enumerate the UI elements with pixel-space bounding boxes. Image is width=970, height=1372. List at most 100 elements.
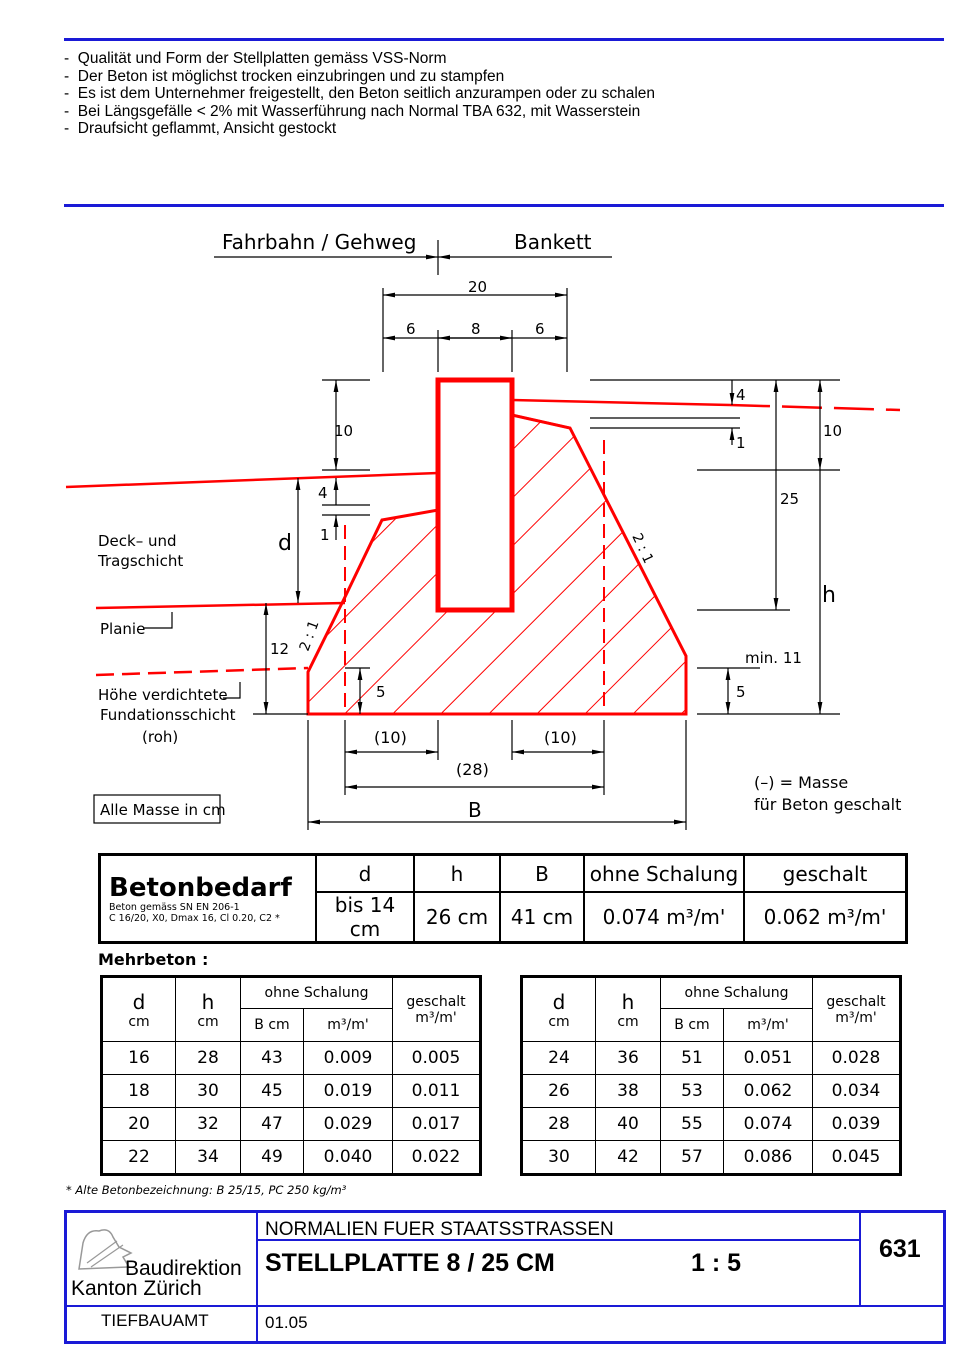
dim-6a: 6 xyxy=(406,320,416,338)
label-tragschicht: Tragschicht xyxy=(97,552,183,570)
table-cell: 47 xyxy=(240,1107,304,1141)
table-cell: 0.029 xyxy=(303,1107,393,1141)
table-cell: 43 xyxy=(240,1041,304,1075)
table-cell: 42 xyxy=(595,1140,661,1175)
table-cell: 18 xyxy=(101,1074,176,1108)
table-cell: 45 xyxy=(240,1074,304,1108)
dim-4-left: 4 xyxy=(318,484,328,502)
title-block: Baudirektion Kanton Zürich NORMALIEN FUE… xyxy=(64,1210,946,1344)
table-cell: 0.009 xyxy=(303,1041,393,1075)
table-cell: 40 xyxy=(595,1107,661,1141)
dim-5-right: 5 xyxy=(736,683,746,701)
dim-4-right: 4 xyxy=(736,386,746,404)
units-box xyxy=(93,794,221,824)
footnote: * Alte Betonbezeichnung: B 25/15, PC 250… xyxy=(66,1183,347,1197)
betonbedarf-sub1: Beton gemäss SN EN 206-1 xyxy=(109,901,240,913)
dim-min-11: min. 11 xyxy=(745,649,802,667)
label-bankett: Bankett xyxy=(514,230,592,254)
table-cell: 57 xyxy=(660,1140,724,1175)
series-title: NORMALIEN FUER STAATSSTRASSEN xyxy=(265,1219,614,1240)
table-cell: 0.040 xyxy=(303,1140,393,1175)
drawing-labels: Fahrbahn / Gehweg Bankett 20 6 8 6 10 4 … xyxy=(97,230,901,822)
table-cell: 22 xyxy=(101,1140,176,1175)
drawing-scale: 1 : 5 xyxy=(691,1249,742,1277)
value-B: 41 cm xyxy=(499,891,585,944)
department: TIEFBAUAMT xyxy=(101,1311,209,1330)
table-cell: 0.045 xyxy=(812,1140,901,1175)
mb-header-B: B cm xyxy=(660,1008,724,1042)
dim-25: 25 xyxy=(780,490,799,508)
table-cell: 0.028 xyxy=(812,1041,901,1075)
table-cell: 0.051 xyxy=(723,1041,813,1075)
dim-10a: (10) xyxy=(374,728,407,747)
dim-20: 20 xyxy=(468,278,487,296)
label-fahrbahn: Fahrbahn / Gehweg xyxy=(222,230,416,254)
table-cell: 34 xyxy=(175,1140,241,1175)
table-cell: 28 xyxy=(521,1107,596,1141)
org-baudirektion: Baudirektion xyxy=(125,1257,242,1280)
table-cell: 0.039 xyxy=(812,1107,901,1141)
mb-header-B: B cm xyxy=(240,1008,304,1042)
mb-header-m3: m³/m' xyxy=(723,1008,813,1042)
dim-28: (28) xyxy=(456,760,489,779)
table-cell: 49 xyxy=(240,1140,304,1175)
label-deck: Deck– und xyxy=(98,532,177,550)
table-cell: 28 xyxy=(175,1041,241,1075)
dim-h: h xyxy=(822,583,836,608)
header-B: B xyxy=(499,853,585,893)
road-layers xyxy=(65,398,901,677)
cross-section-drawing: Fahrbahn / Gehweg Bankett 20 6 8 6 10 4 … xyxy=(65,230,901,830)
betonbedarf-title-cell: Betonbedarf Beton gemäss SN EN 206-1 C 1… xyxy=(98,853,317,944)
table-cell: 0.005 xyxy=(392,1041,481,1075)
table-cell: 55 xyxy=(660,1107,724,1141)
legend-masse: (–) = Masse xyxy=(754,773,848,792)
zurich-lion-logo xyxy=(78,1229,133,1270)
betonbedarf-sub2: C 16/20, X0, Dmax 16, Cl 0.20, C2 * xyxy=(109,912,280,924)
mb-header-m3: m³/m' xyxy=(303,1008,393,1042)
dim-5-left: 5 xyxy=(376,683,386,701)
header-h: h xyxy=(413,853,501,893)
dim-10-left: 10 xyxy=(334,422,353,440)
label-planie: Planie xyxy=(100,620,145,638)
dim-12: 12 xyxy=(270,640,289,658)
label-hoehe: Höhe verdichtete xyxy=(98,686,228,704)
header-geschalt: geschalt xyxy=(743,853,908,893)
mb-header-ohne: ohne Schalung xyxy=(660,976,813,1009)
table-cell: 32 xyxy=(175,1107,241,1141)
table-cell: 0.086 xyxy=(723,1140,813,1175)
dim-10-right: 10 xyxy=(823,422,842,440)
value-ohne-schalung: 0.074 m³/m' xyxy=(583,891,745,944)
value-h: 26 cm xyxy=(413,891,501,944)
top-border-line xyxy=(64,38,944,41)
table-cell: 0.011 xyxy=(392,1074,481,1108)
table-cell: 20 xyxy=(101,1107,176,1141)
value-d: bis 14 cm xyxy=(315,891,415,944)
label-fundation: Fundationsschicht xyxy=(100,706,236,724)
dim-B: B xyxy=(468,798,482,822)
table-cell: 0.062 xyxy=(723,1074,813,1108)
table-cell: 0.022 xyxy=(392,1140,481,1175)
org-kanton: Kanton Zürich xyxy=(71,1277,202,1300)
units-label: Alle Masse in cm xyxy=(100,801,226,819)
table-cell: 26 xyxy=(521,1074,596,1108)
note-item: Bei Längsgefälle < 2% mit Wasserführung … xyxy=(64,103,655,121)
table-cell: 38 xyxy=(595,1074,661,1108)
table-cell: 0.017 xyxy=(392,1107,481,1141)
table-cell: 24 xyxy=(521,1041,596,1075)
table-cell: 30 xyxy=(521,1140,596,1175)
header-ohne-schalung: ohne Schalung xyxy=(583,853,745,893)
mb-header-ohne: ohne Schalung xyxy=(240,976,393,1009)
legend-beton: für Beton geschalt xyxy=(754,795,901,814)
date: 01.05 xyxy=(265,1313,308,1332)
dim-6b: 6 xyxy=(535,320,545,338)
note-item: Es ist dem Unternehmer freigestellt, den… xyxy=(64,85,655,103)
notes-separator-line xyxy=(64,204,944,207)
